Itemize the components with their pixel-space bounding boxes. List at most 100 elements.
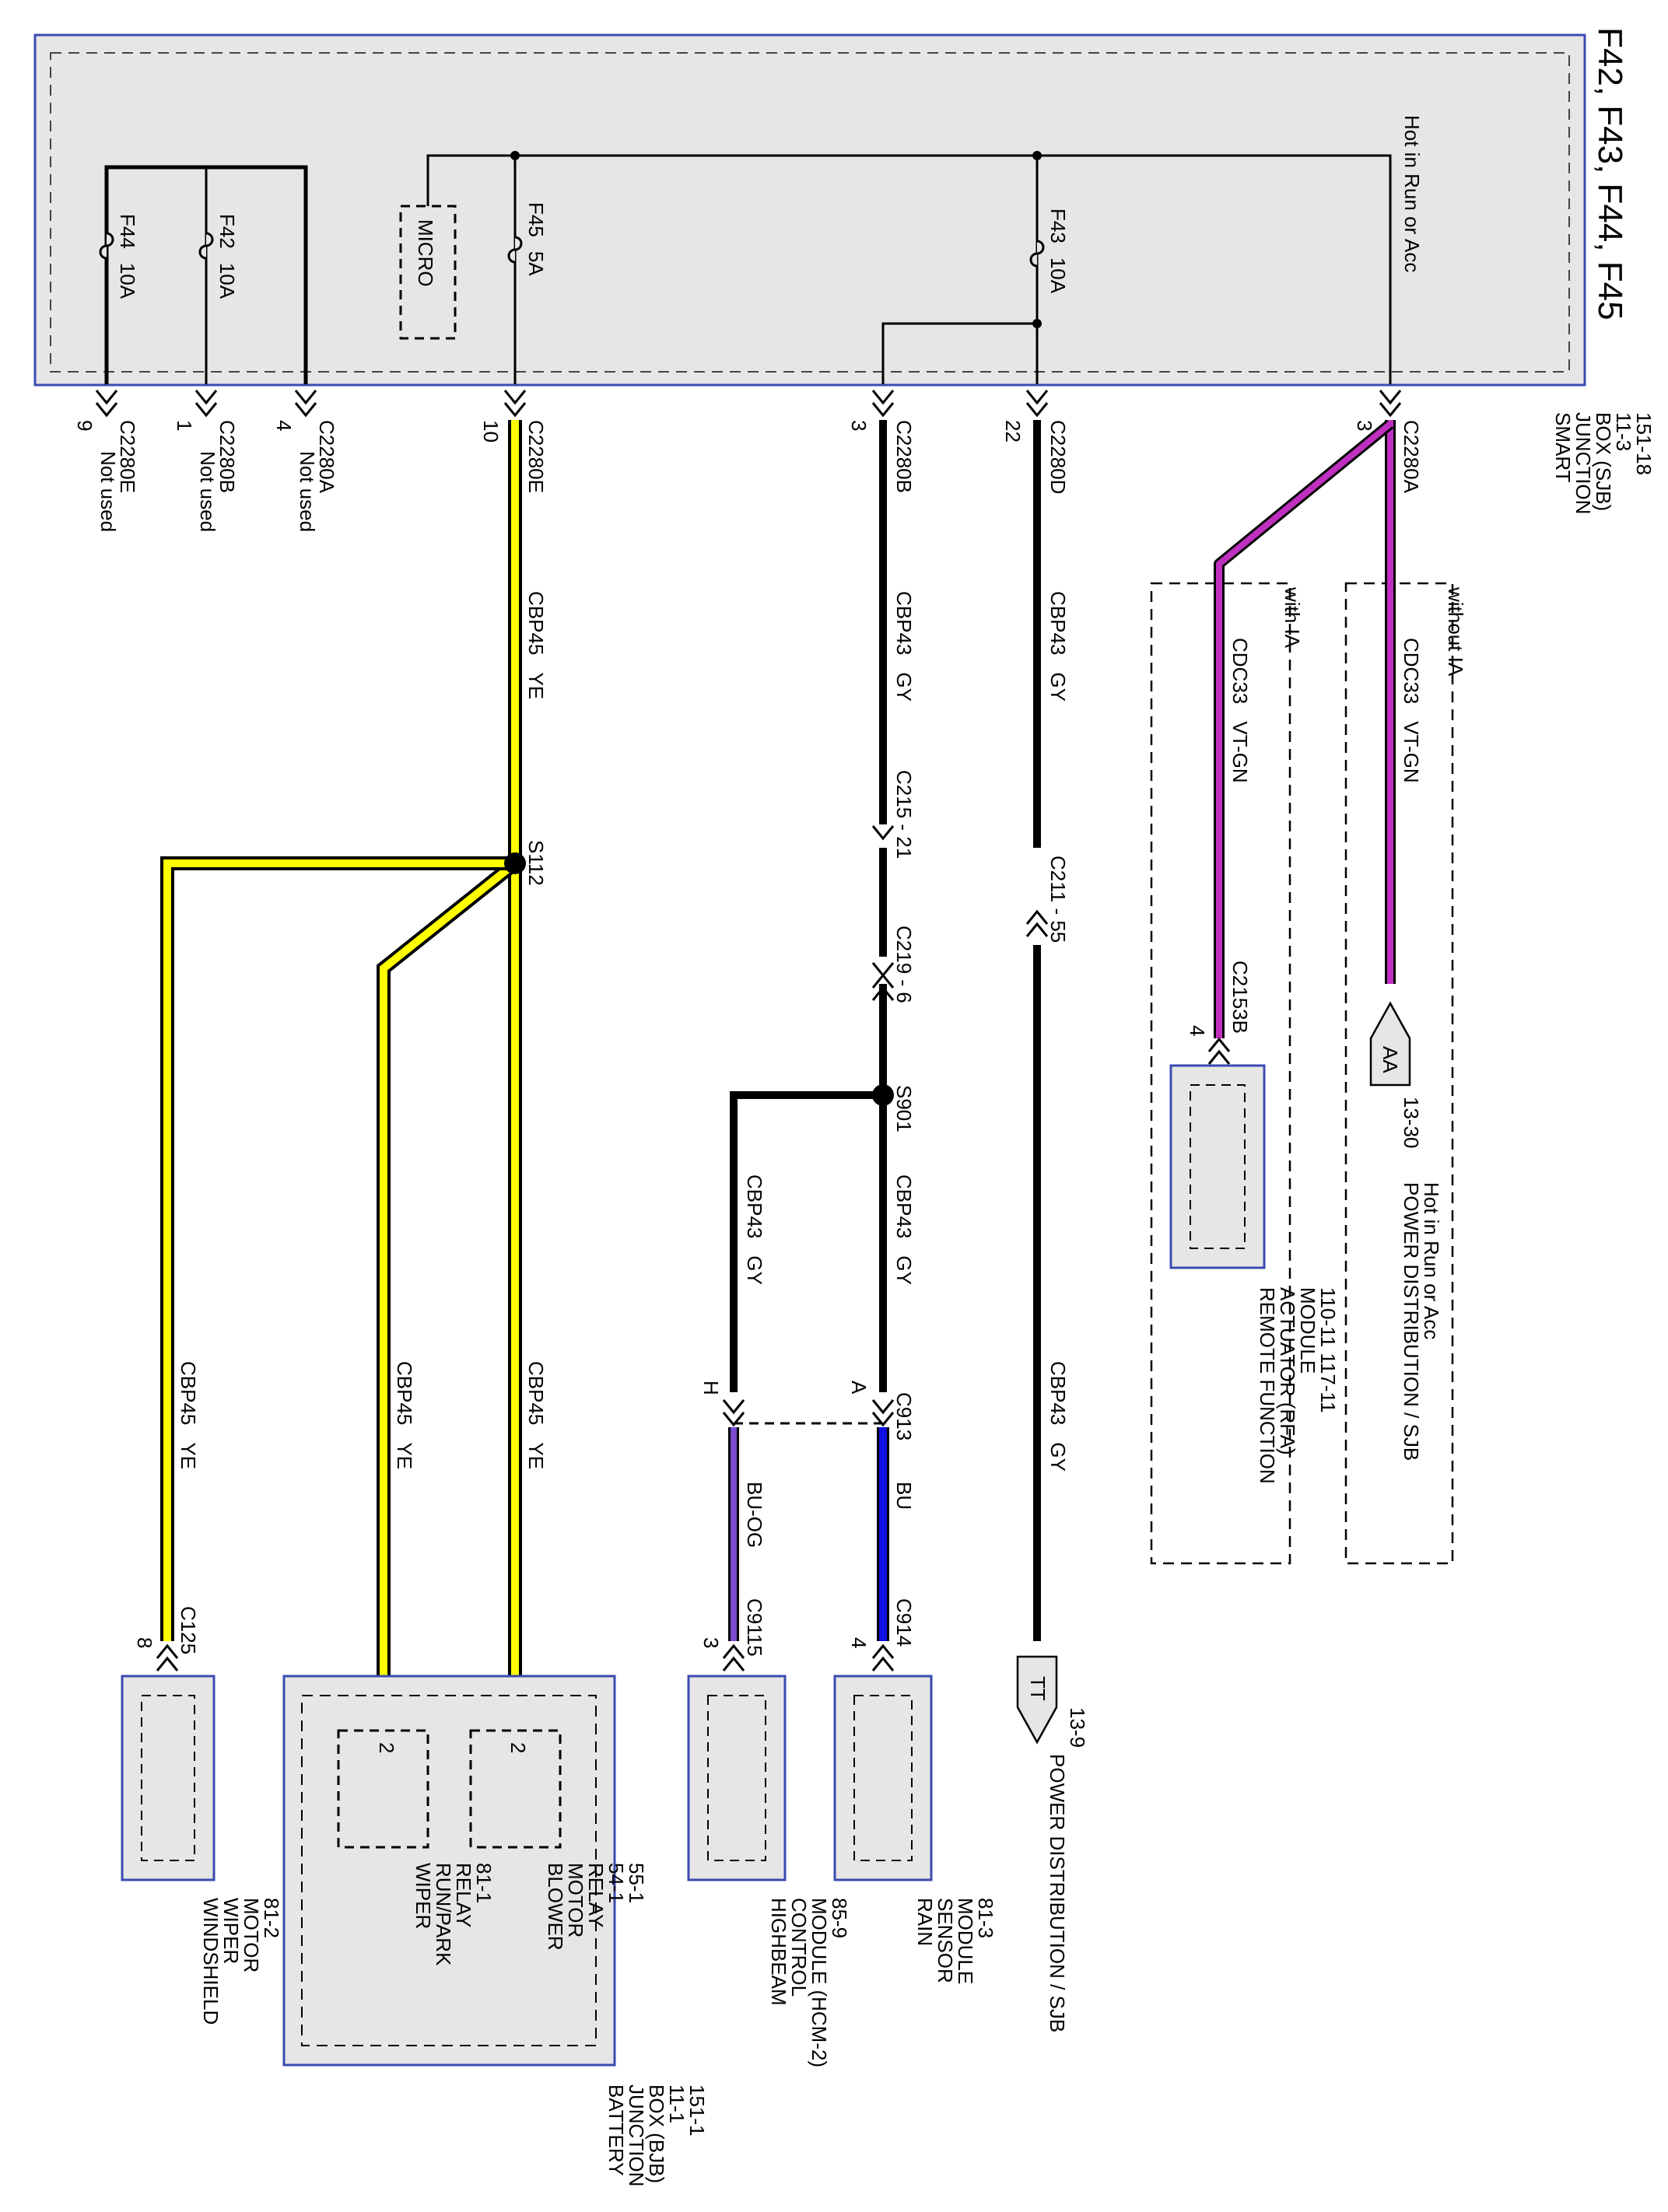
sjb-outline — [33, 33, 1586, 387]
sjb-internal-wiring — [104, 154, 1392, 384]
sjb-inner-dashed — [50, 52, 1570, 373]
wire-bu-og-color: BU-OG — [743, 1482, 766, 1548]
sjb-pin-arrows — [95, 390, 1402, 418]
with-ia-label: with IA — [1281, 586, 1304, 649]
rain-sensor-module — [833, 1675, 933, 1881]
splice-s112 — [504, 852, 526, 874]
circuit-cbp45-wiper: CBP45YE — [393, 1361, 416, 1469]
connector-c9115-pin: 3 — [699, 1637, 723, 1648]
pin-c2280a-3: C2280A — [1400, 420, 1423, 494]
splice-s901-label: S901 — [892, 1085, 916, 1132]
c913-connector — [722, 1399, 895, 1427]
highbeam-control-module — [687, 1675, 787, 1881]
pin-c2280d-22: C2280D — [1046, 420, 1070, 494]
wire-cdc33-vtgn — [1214, 419, 1396, 1038]
fuse-f44: F4410A — [116, 214, 139, 299]
c211-connector — [1025, 909, 1049, 937]
highbeam-control-module-label: HIGHBEAM CONTROL MODULE (HCM-2) 85-9 — [767, 1898, 851, 2073]
c215-c219-connectors — [871, 825, 895, 1001]
circuit-cbp43-rain: CBP43GY — [892, 1174, 916, 1285]
connector-c215: C215 - 21 — [892, 770, 916, 859]
pin-c2280a-3-number: 3 — [1353, 420, 1376, 431]
fuse-symbols — [99, 232, 1045, 268]
sjb-junction-dots — [510, 151, 1042, 328]
fuse-f43: F4310A — [1046, 208, 1070, 294]
pin-c2280e-9-number: 9 — [73, 420, 96, 431]
battery-junction-box-label: BATTERY JUNCTION BOX (BJB) 11-1 151-1 — [604, 2084, 709, 2193]
wire-bu-color: BU — [892, 1482, 916, 1510]
splice-s112-label: S112 — [524, 840, 548, 886]
pin-c2280a-4-note: Not used — [296, 451, 319, 532]
hot-in-run-label: Hot in Run or Acc — [1400, 115, 1424, 272]
rfa-module — [1169, 1064, 1266, 1269]
offpage-aa-tag: AA — [1379, 1046, 1402, 1073]
connector-c2153b-pin: 4 — [1186, 1025, 1209, 1036]
circuit-cbp43-main-lower: CBP43GY — [1046, 1361, 1070, 1472]
pin-c2280b-3-number: 3 — [847, 420, 871, 431]
circuit-cbp45-blower: CBP45YE — [524, 1361, 548, 1469]
micro-label: MICRO — [414, 219, 437, 287]
pin-c2280a-4-number: 4 — [272, 420, 296, 431]
pin-c2280b-1-note: Not used — [196, 451, 219, 532]
wire-cbp43-left — [730, 420, 887, 1392]
c914-c9115-connectors — [722, 1643, 895, 1671]
circuit-cbp43-main: CBP43GY — [1046, 591, 1070, 702]
connector-c9115: C9115 — [743, 1598, 766, 1657]
fuse-f45: F455A — [524, 202, 548, 276]
blower-motor-relay-label: BLOWER MOTOR RELAY 54-1 55-1 — [544, 1863, 648, 1956]
micro-block — [399, 205, 457, 340]
c125-connector — [156, 1643, 179, 1671]
circuit-cbp45-top: CBP45YE — [524, 591, 548, 699]
circuit-cdc33-without-ia: CDC33VT-GN — [1400, 638, 1423, 783]
offpage-tt-label: POWER DISTRIBUTION / SJB 13-9 — [1046, 1707, 1089, 2038]
connector-c914-pin: 4 — [847, 1637, 871, 1648]
blower-motor-relay-pin: 2 — [506, 1742, 530, 1753]
smart-junction-box — [33, 33, 1586, 387]
connector-c913: C913 — [892, 1392, 916, 1440]
sjb-label: SMART JUNCTION BOX (SJB) 11-3 151-18 — [1551, 412, 1656, 520]
connector-c913-pin-h: H — [699, 1381, 723, 1395]
wiper-run-park-relay — [337, 1729, 429, 1849]
fuse-f42: F4210A — [216, 214, 239, 299]
with-ia-option-box — [1150, 582, 1291, 1565]
wiper-run-park-relay-pin: 2 — [375, 1742, 398, 1753]
offpage-aa-ref: 13-30 — [1400, 1097, 1423, 1149]
pin-c2280e-9-note: Not used — [96, 451, 120, 532]
splice-s901 — [872, 1084, 894, 1106]
connector-c125-pin: 8 — [133, 1637, 156, 1648]
wire-cbp45-ye — [160, 420, 522, 1676]
rfa-module-label: REMOTE FUNCTION ACTUATOR (RFA) MODULE 11… — [1256, 1287, 1340, 1489]
connector-c2153b: C2153B — [1228, 961, 1252, 1034]
circuit-cdc33-with-ia: CDC33VT-GN — [1228, 638, 1252, 783]
connector-c219: C219 - 6 — [892, 926, 916, 1003]
rain-sensor-module-label: RAIN SENSOR MODULE 81-3 — [913, 1898, 997, 1990]
connector-c913-pin-a: A — [847, 1381, 871, 1395]
pin-c2280b-3: C2280B — [892, 420, 916, 493]
wiper-run-park-relay-label: WIPER RUN/PARK RELAY 81-1 — [412, 1863, 496, 1972]
without-ia-label: without IA — [1444, 586, 1467, 677]
pin-c2280e-9: C2280E — [116, 420, 139, 493]
pin-c2280b-1-number: 1 — [173, 420, 196, 431]
circuit-cbp45-windshield: CBP45YE — [177, 1361, 200, 1469]
pin-c2280e-10-number: 10 — [479, 420, 503, 443]
c2153b-connector-arrow — [1207, 1037, 1231, 1065]
offpage-aa-label: POWER DISTRIBUTION / SJB Hot in Run or A… — [1400, 1182, 1443, 1466]
circuit-cbp43-hcm: CBP43GY — [743, 1174, 766, 1285]
connector-c125: C125 — [177, 1606, 200, 1654]
connector-c211: C211 - 55 — [1046, 856, 1070, 943]
windshield-wiper-motor-label: WINDSHIELD WIPER MOTOR 81-2 — [199, 1898, 283, 2030]
without-ia-option-box — [1344, 582, 1454, 1565]
pin-c2280e-10: C2280E — [524, 420, 548, 493]
diagram-title: F42, F43, F44, F45 — [1591, 27, 1629, 320]
circuit-cbp43-c2280b: CBP43GY — [892, 591, 916, 702]
blower-motor-relay — [469, 1729, 562, 1849]
offpage-aa-symbol — [1369, 1001, 1411, 1087]
pin-c2280a-4: C2280A — [315, 420, 338, 494]
pin-c2280b-1: C2280B — [216, 420, 239, 493]
offpage-tt-symbol — [1016, 1655, 1058, 1745]
offpage-tt-tag: TT — [1026, 1676, 1050, 1701]
pin-c2280d-22-number: 22 — [1001, 420, 1025, 443]
windshield-wiper-motor — [121, 1675, 216, 1881]
connector-c914: C914 — [892, 1598, 916, 1647]
